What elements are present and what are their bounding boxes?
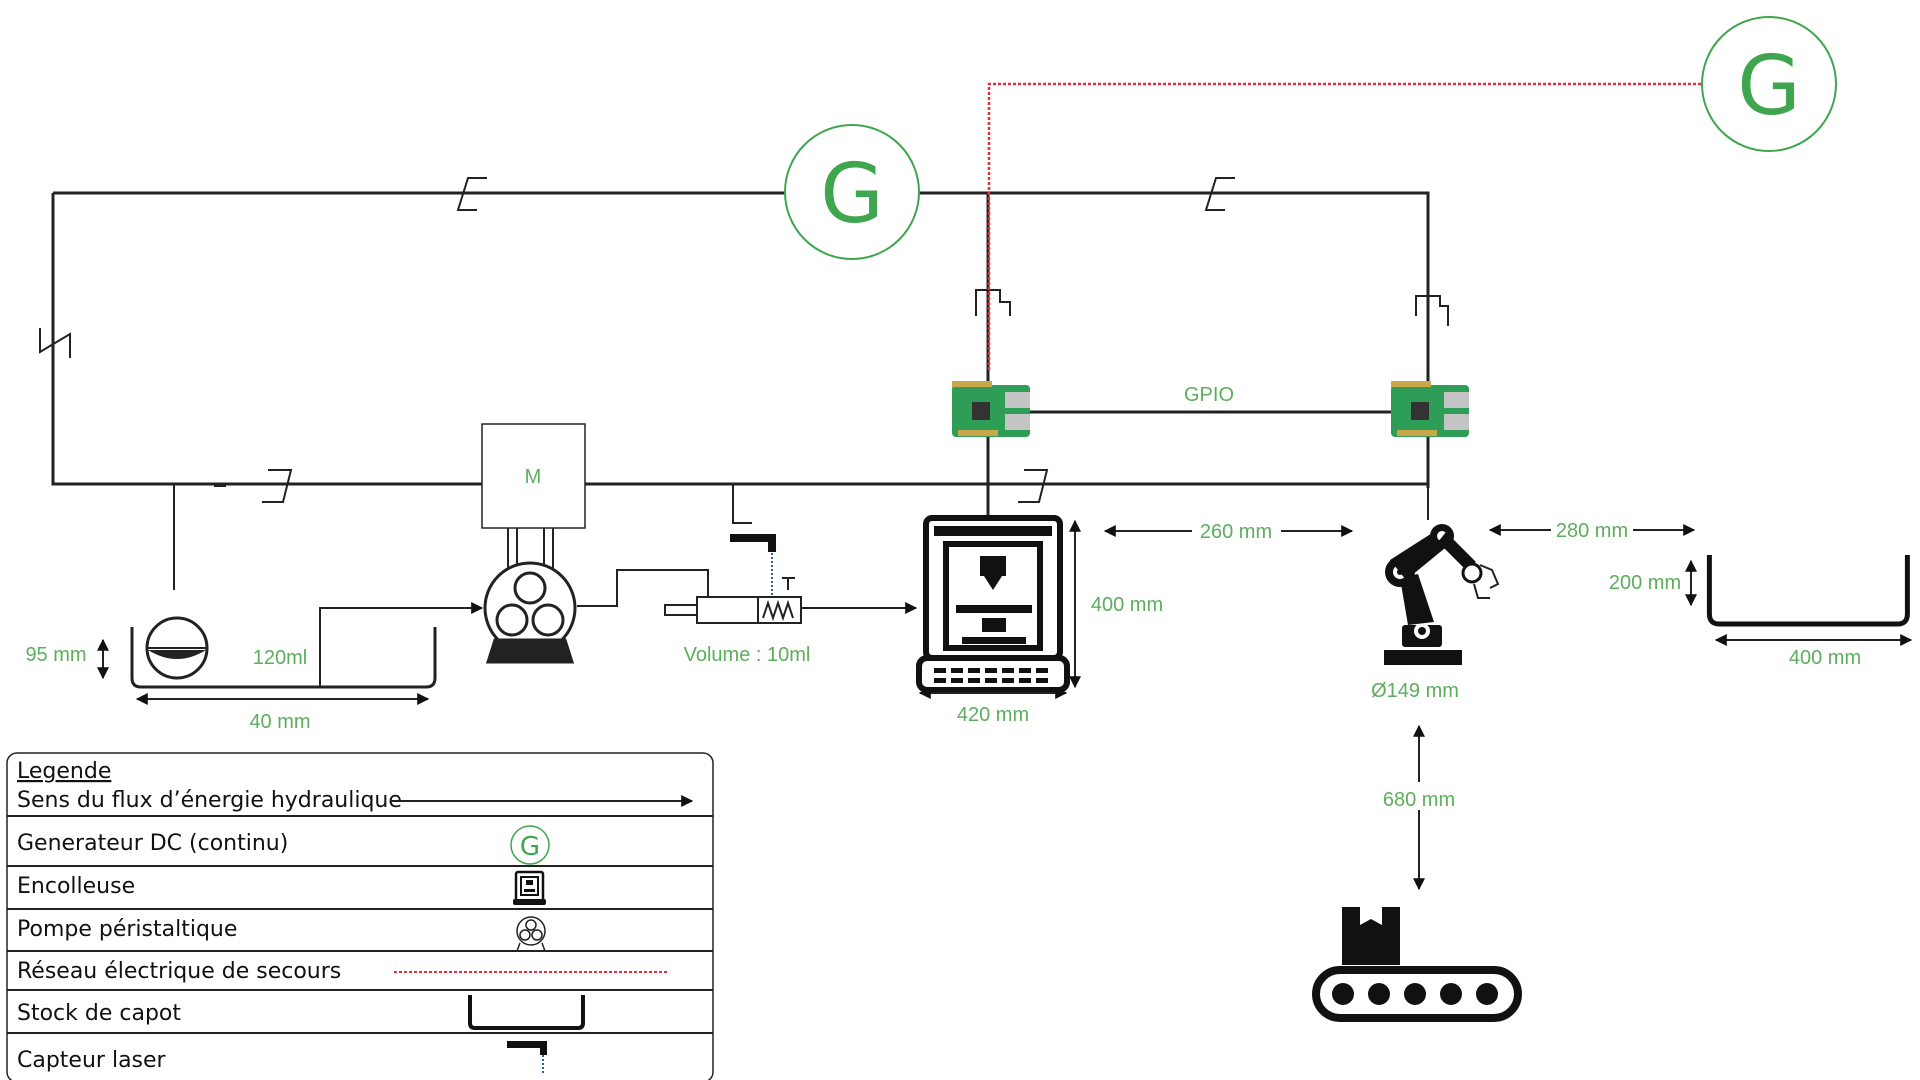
stock-width-label: 400 mm <box>1789 647 1861 669</box>
reservoir-height-label: 95 mm <box>25 644 86 666</box>
legend-label-flow: Sens du flux d’énergie hydraulique <box>17 788 402 813</box>
svg-text:G: G <box>820 147 884 242</box>
robot-arm <box>1384 524 1500 665</box>
reservoir <box>130 616 437 689</box>
dimension-labels: 95 mm 120ml 40 mm Volume : 10ml 420 mm 4… <box>25 520 1861 811</box>
generator-main: G <box>784 124 920 260</box>
gpio-label: GPIO <box>1184 384 1234 406</box>
conveyor <box>1312 907 1522 1022</box>
legend-label-generator: Generateur DC (continu) <box>17 831 288 856</box>
flow-arrow-reservoir-to-pump <box>319 602 484 687</box>
flow-pump-to-doser <box>577 569 709 607</box>
glue-robot-distance-label: 260 mm <box>1200 521 1272 543</box>
legend-label-backup: Réseau électrique de secours <box>17 959 341 984</box>
peristaltic-pump <box>483 528 577 664</box>
backup-network-line <box>987 82 1703 370</box>
stock-height-label: 200 mm <box>1609 572 1681 594</box>
glue-height-label: 400 mm <box>1091 594 1163 616</box>
wire-break-symbols <box>39 177 1449 503</box>
pump-icon <box>515 916 547 952</box>
legend: Legende Sens du flux d’énergie hydrauliq… <box>6 752 714 1080</box>
legend-title: Legende <box>17 759 111 784</box>
dimension-arrows <box>97 519 1913 891</box>
motor: M <box>481 423 586 529</box>
raspberry-pi-board-1 <box>952 381 1030 437</box>
svg-text:M: M <box>525 466 542 488</box>
glue-machine-icon <box>513 870 546 905</box>
reservoir-volume-label: 120ml <box>253 647 307 669</box>
robot-conveyor-distance-label: 680 mm <box>1383 789 1455 811</box>
reservoir-width-label: 40 mm <box>249 711 310 733</box>
robot-stock-distance-label: 280 mm <box>1556 520 1628 542</box>
svg-text:G: G <box>520 832 540 862</box>
hood-stock <box>1706 555 1910 627</box>
glue-width-label: 420 mm <box>957 704 1029 726</box>
svg-text:G: G <box>1737 39 1801 134</box>
legend-label-glue: Encolleuse <box>17 874 135 899</box>
generator-icon: G <box>510 825 550 865</box>
dosing-cylinder <box>664 596 802 624</box>
hood-stock-icon <box>468 995 585 1030</box>
raspberry-pi-board-2 <box>1391 381 1469 437</box>
laser-sensor <box>730 534 795 596</box>
laser-sensor-icon <box>507 1041 547 1074</box>
legend-label-laser: Capteur laser <box>17 1048 167 1073</box>
dose-volume-label: Volume : 10ml <box>684 644 811 666</box>
legend-label-pump: Pompe péristaltique <box>17 917 237 942</box>
legend-label-stock: Stock de capot <box>17 1001 181 1026</box>
glue-machine <box>916 515 1070 693</box>
robot-diameter-label: Ø149 mm <box>1371 680 1459 702</box>
generator-backup: G <box>1701 16 1837 152</box>
